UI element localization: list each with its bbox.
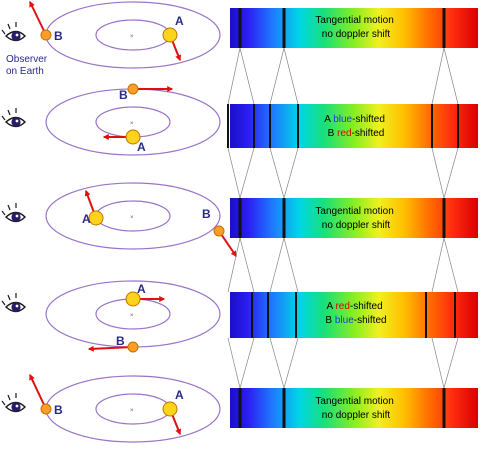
center-of-mass-mark: ×: [130, 215, 134, 221]
observer-caption: Observer on Earth: [6, 54, 50, 77]
star-a: [125, 129, 141, 145]
star-a-label: A: [82, 212, 91, 226]
velocity-arrow-b: [29, 373, 47, 410]
panel-1: Observer on Earth × B A Tangential motio…: [1, 0, 478, 77]
observer-eye-icon: [1, 21, 26, 42]
star-a-label: A: [175, 388, 184, 402]
band-caption-segment: Tangential motion: [315, 396, 393, 407]
band-caption-line-1: Tangential motion: [315, 206, 393, 217]
star-b-label: B: [54, 403, 63, 417]
outer-orbit: [45, 182, 221, 250]
band-caption-segment: A: [327, 301, 336, 312]
band-caption-line-2: B red-shifted: [328, 128, 385, 139]
observer-caption-line-2: on Earth: [6, 66, 44, 77]
observer-eye-icon: [1, 202, 26, 223]
band-caption-segment: red: [335, 301, 349, 312]
panel-4: × A B A red-shifted B blue-shifted: [1, 280, 478, 353]
observer-eye-icon: [1, 292, 26, 313]
center-of-mass-mark: ×: [130, 408, 134, 414]
band-caption: A red-shifted B blue-shifted: [325, 301, 386, 326]
star-a-label: A: [137, 140, 146, 154]
band-caption-segment: no doppler shift: [322, 410, 391, 421]
observer-eye-icon: [1, 107, 26, 128]
band-caption: A blue-shifted B red-shifted: [324, 114, 387, 139]
shift-connector-lines: [227, 47, 459, 389]
star-b-label: B: [202, 207, 211, 221]
band-caption-line-2: no doppler shift: [322, 410, 391, 421]
band-caption-segment: blue: [333, 114, 352, 125]
star-a: [88, 210, 104, 226]
band-caption: Tangential motion no doppler shift: [315, 206, 396, 231]
star-a-label: A: [175, 14, 184, 28]
band-caption-segment: no doppler shift: [322, 29, 391, 40]
band-caption-line-1: Tangential motion: [315, 396, 393, 407]
star-a: [162, 401, 178, 417]
band-caption-line-1: Tangential motion: [315, 15, 393, 26]
band-caption-segment: blue: [335, 315, 354, 326]
star-b: [40, 403, 52, 415]
spectrum-band: [230, 198, 478, 238]
band-caption-segment: B: [328, 128, 337, 139]
star-b: [40, 29, 52, 41]
band-caption: Tangential motion no doppler shift: [315, 396, 396, 421]
band-caption-line-1: A blue-shifted: [324, 114, 387, 125]
panel-2: × B A A blue-shifted B red-shifted: [1, 83, 478, 156]
star-a: [162, 27, 178, 43]
panel-3: × A B Tangential motion no doppler shift: [1, 182, 478, 257]
band-caption-segment: red: [337, 128, 351, 139]
star-b-label: B: [119, 88, 128, 102]
band-caption-line-2: no doppler shift: [322, 29, 391, 40]
band-caption-segment: Tangential motion: [315, 15, 393, 26]
spectrum-band: [227, 104, 478, 148]
band-caption-segment: B: [325, 315, 334, 326]
star-a: [125, 291, 141, 307]
band-caption-segment: A: [324, 114, 333, 125]
band-caption: Tangential motion no doppler shift: [315, 15, 396, 40]
band-caption-line-1: A red-shifted: [327, 301, 386, 312]
star-b: [127, 341, 139, 353]
band-caption-line-2: no doppler shift: [322, 220, 391, 231]
band-caption-segment: -shifted: [352, 114, 385, 125]
panel-5: × B A Tangential motion no doppler shift: [1, 373, 478, 443]
observer-eye-icon: [1, 392, 26, 413]
star-b: [127, 83, 139, 95]
band-caption-segment: -shifted: [350, 301, 383, 312]
spectrum-band: [230, 292, 478, 338]
velocity-arrow-b: [87, 345, 134, 352]
center-of-mass-mark: ×: [130, 34, 134, 40]
band-caption-line-2: B blue-shifted: [325, 315, 386, 326]
observer-caption-line-1: Observer: [6, 54, 48, 65]
center-of-mass-mark: ×: [130, 313, 134, 319]
spectrum-band: [230, 388, 478, 428]
spectrum-band: [230, 8, 478, 48]
star-b-label: B: [116, 334, 125, 348]
band-caption-segment: Tangential motion: [315, 206, 393, 217]
center-of-mass-mark: ×: [130, 121, 134, 127]
band-caption-segment: no doppler shift: [322, 220, 391, 231]
band-caption-segment: -shifted: [352, 128, 385, 139]
velocity-arrow-b: [29, 0, 47, 36]
band-caption-segment: -shifted: [354, 315, 387, 326]
star-a-label: A: [137, 282, 146, 296]
star-b-label: B: [54, 29, 63, 43]
star-b: [213, 225, 225, 237]
